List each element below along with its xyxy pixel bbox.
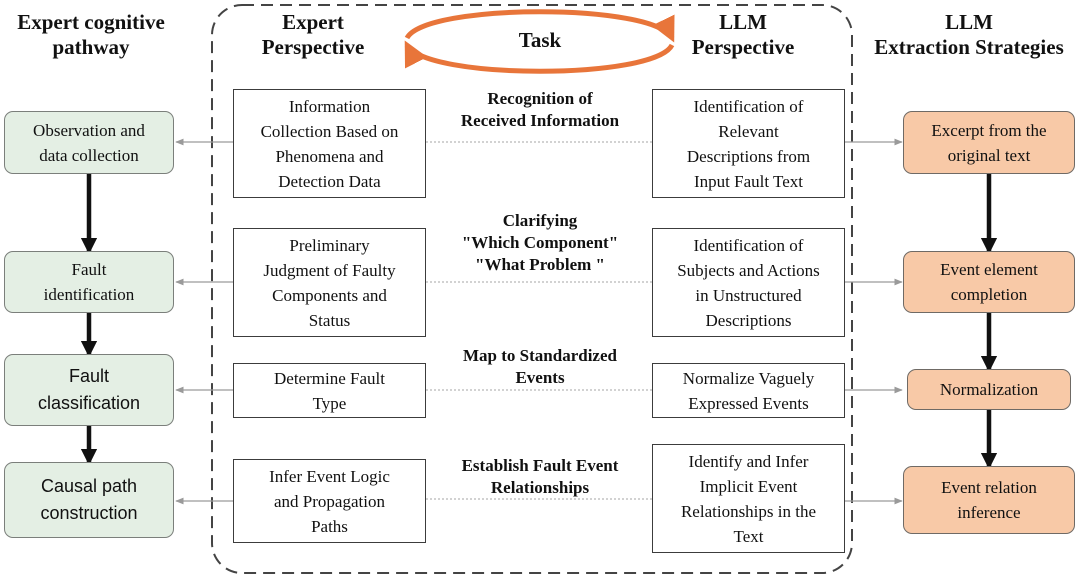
llm-perspective-3-line1: Normalize Vaguely xyxy=(682,368,815,388)
expert-perspective-3-line2: Type xyxy=(312,393,347,413)
pathway-causal-line1: Causal path xyxy=(40,476,138,496)
strategy-excerpt-box: Excerpt from the original text xyxy=(903,111,1075,174)
strategy-completion-line2: completion xyxy=(950,285,1028,304)
task-label-1: Recognition of Received Information xyxy=(420,88,660,132)
llm-perspective-4-line4: Text xyxy=(733,526,764,546)
task-label-3-line2: Events xyxy=(515,368,565,387)
llm-perspective-1-line4: Input Fault Text xyxy=(693,171,803,191)
header-llm-perspective-line1: LLM xyxy=(719,10,767,34)
llm-perspective-box-1: Identification of Relevant Descriptions … xyxy=(652,89,845,198)
strategy-completion-box: Event element completion xyxy=(903,251,1075,313)
expert-perspective-box-1: Information Collection Based on Phenomen… xyxy=(233,89,426,198)
task-label-2-line1: Clarifying xyxy=(502,211,578,230)
header-expert-perspective-line1: Expert xyxy=(282,10,344,34)
task-cycle-arrow-bottom xyxy=(404,40,675,74)
expert-perspective-4-line3: Paths xyxy=(311,516,348,536)
expert-perspective-1-line4: Detection Data xyxy=(278,171,381,191)
llm-perspective-4-line1: Identify and Infer xyxy=(688,451,809,471)
strategy-normalization-line1: Normalization xyxy=(939,380,1039,399)
header-llm-perspective-line2: Perspective xyxy=(691,35,795,60)
pathway-observation-box: Observation and data collection xyxy=(4,111,174,174)
llm-perspective-4-line3: Relationships in the xyxy=(680,501,817,521)
center-dashed-frame xyxy=(211,4,853,574)
task-label-2: Clarifying "Which Component" "What Probl… xyxy=(420,210,660,276)
header-task: Task xyxy=(490,28,590,53)
pathway-identification-box: Fault identification xyxy=(4,251,174,313)
llm-perspective-1-line2: Relevant xyxy=(718,121,779,141)
task-cycle-arrow-top xyxy=(404,9,675,43)
header-llm-perspective: LLM Perspective xyxy=(668,10,818,60)
task-label-4-line2: Relationships xyxy=(490,478,590,497)
header-task-label: Task xyxy=(518,28,562,52)
strategy-excerpt-line2: original text xyxy=(947,145,1031,165)
llm-perspective-1-line1: Identification of xyxy=(693,96,804,116)
task-label-3-line1: Map to Standardized xyxy=(463,346,617,365)
task-label-2-line3: "What Problem " xyxy=(475,255,605,274)
pathway-classification-line1: Fault xyxy=(68,366,109,386)
header-expert-pathway-line1: Expert cognitive xyxy=(17,10,165,34)
pathway-classification-box: Fault classification xyxy=(4,354,174,426)
llm-perspective-box-4: Identify and Infer Implicit Event Relati… xyxy=(652,444,845,553)
llm-perspective-1-line3: Descriptions from xyxy=(686,146,811,166)
header-expert-perspective: Expert Perspective xyxy=(228,10,398,60)
expert-perspective-box-3: Determine Fault Type xyxy=(233,363,426,418)
llm-perspective-box-3: Normalize Vaguely Expressed Events xyxy=(652,363,845,418)
expert-perspective-1-line1: Information xyxy=(288,96,371,116)
strategy-relation-box: Event relation inference xyxy=(903,466,1075,534)
pathway-observation-line2: data collection xyxy=(39,145,139,165)
llm-perspective-3-line2: Expressed Events xyxy=(688,393,809,413)
header-llm-strategies-line2: Extraction Strategies xyxy=(874,35,1064,60)
pathway-identification-line2: identification xyxy=(43,285,135,304)
strategy-completion-line1: Event element xyxy=(940,260,1038,279)
pathway-observation-line1: Observation and xyxy=(33,120,145,140)
expert-perspective-4-line2: and Propagation xyxy=(274,491,385,511)
expert-perspective-2-line1: Preliminary xyxy=(289,235,370,255)
strategy-relation-line1: Event relation xyxy=(941,478,1037,497)
expert-perspective-3-line1: Determine Fault xyxy=(274,368,385,388)
expert-perspective-2-line4: Status xyxy=(308,310,351,330)
strategy-excerpt-line1: Excerpt from the xyxy=(931,120,1047,140)
pathway-causal-line2: construction xyxy=(40,503,138,523)
expert-perspective-1-line2: Collection Based on xyxy=(260,121,399,141)
llm-perspective-2-line2: Subjects and Actions xyxy=(677,260,820,280)
expert-perspective-1-line3: Phenomena and xyxy=(275,146,384,166)
expert-perspective-4-line1: Infer Event Logic xyxy=(269,466,390,486)
task-label-2-line2: "Which Component" xyxy=(461,233,619,252)
header-llm-strategies: LLM Extraction Strategies xyxy=(858,10,1080,60)
header-expert-pathway-line2: pathway xyxy=(52,35,130,60)
strategy-normalization-box: Normalization xyxy=(907,369,1071,410)
header-llm-strategies-line1: LLM xyxy=(945,10,993,34)
llm-perspective-2-line3: in Unstructured xyxy=(695,285,802,305)
task-label-1-line2: Received Information xyxy=(460,111,620,130)
task-label-3: Map to Standardized Events xyxy=(420,345,660,389)
expert-perspective-2-line2: Judgment of Faulty xyxy=(263,260,396,280)
expert-perspective-box-2: Preliminary Judgment of Faulty Component… xyxy=(233,228,426,337)
header-expert-perspective-line2: Perspective xyxy=(261,35,365,60)
expert-perspective-box-4: Infer Event Logic and Propagation Paths xyxy=(233,459,426,543)
pathway-classification-line2: classification xyxy=(37,393,141,413)
expert-perspective-2-line3: Components and xyxy=(272,285,387,305)
header-expert-pathway: Expert cognitive pathway xyxy=(0,10,182,60)
strategy-relation-line2: inference xyxy=(957,503,1021,522)
llm-perspective-box-2: Identification of Subjects and Actions i… xyxy=(652,228,845,337)
llm-perspective-2-line4: Descriptions xyxy=(705,310,792,330)
task-label-4: Establish Fault Event Relationships xyxy=(420,455,660,499)
llm-perspective-2-line1: Identification of xyxy=(693,235,804,255)
pathway-causal-box: Causal path construction xyxy=(4,462,174,538)
task-label-1-line1: Recognition of xyxy=(487,89,593,108)
pathway-identification-line1: Fault xyxy=(71,260,107,279)
llm-perspective-4-line2: Implicit Event xyxy=(699,476,798,496)
task-label-4-line1: Establish Fault Event xyxy=(461,456,619,475)
